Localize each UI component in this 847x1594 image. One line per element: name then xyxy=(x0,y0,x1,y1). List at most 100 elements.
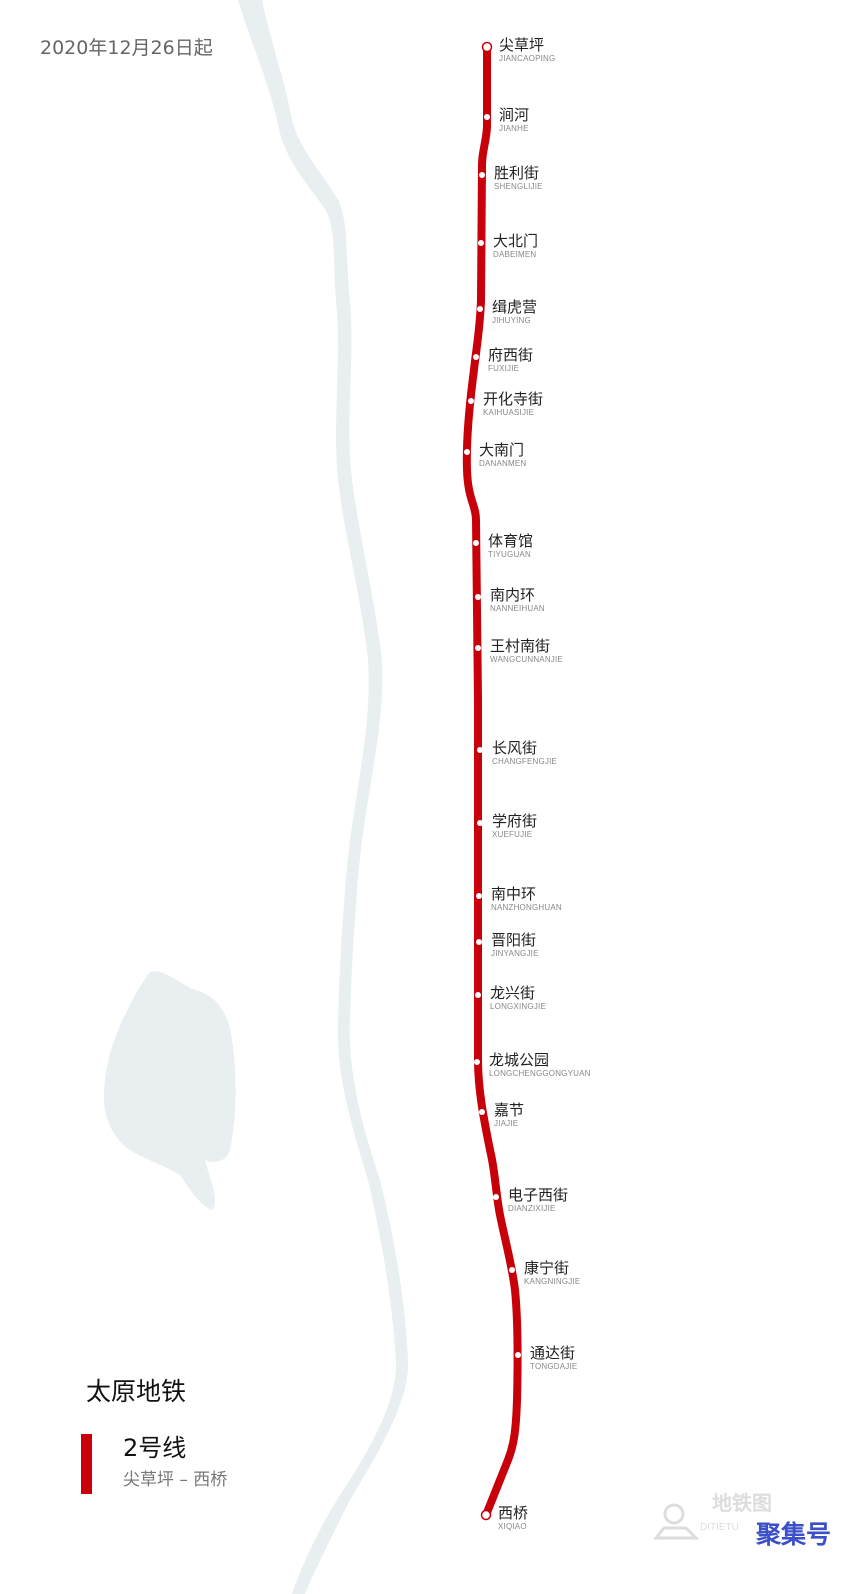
station-name: 府西街 xyxy=(488,346,534,364)
station-name: 缉虎营 xyxy=(492,298,538,316)
station-pinyin: DIANZIXIJIE xyxy=(508,1204,556,1213)
station-pinyin: DANANMEN xyxy=(479,459,527,468)
watermark-logo-sub: DITIETU xyxy=(700,1522,739,1533)
station-dot[interactable] xyxy=(475,594,481,600)
station-name: 体育馆 xyxy=(488,532,534,550)
station-pinyin: JIANHE xyxy=(499,124,529,133)
station-name: 南中环 xyxy=(491,885,537,903)
station-pinyin: KANGNINGJIE xyxy=(524,1277,581,1286)
line-range: 尖草坪 – 西桥 xyxy=(123,1470,228,1490)
station-dot[interactable] xyxy=(474,1059,480,1065)
effective-date: 2020年12月26日起 xyxy=(40,37,213,59)
station-dot[interactable] xyxy=(509,1267,515,1273)
station-dot[interactable] xyxy=(479,1109,485,1115)
station-pinyin: NANZHONGHUAN xyxy=(491,903,562,912)
station-dot[interactable] xyxy=(481,41,493,53)
station-name: 南内环 xyxy=(490,586,536,604)
station-name: 龙城公园 xyxy=(489,1051,550,1069)
station-pinyin: FUXIJIE xyxy=(488,364,520,373)
watermark-logo-text: 地铁图 xyxy=(712,1491,772,1515)
station-dots xyxy=(464,41,521,1521)
station-name: 嘉节 xyxy=(494,1101,525,1119)
line-name: 2号线 xyxy=(123,1434,187,1462)
station-dot[interactable] xyxy=(477,747,483,753)
station-name: 涧河 xyxy=(499,106,530,124)
station-dot[interactable] xyxy=(476,893,482,899)
station-name: 王村南街 xyxy=(490,637,551,655)
station-name: 西桥 xyxy=(498,1504,529,1522)
station-pinyin: TIYUGUAN xyxy=(488,550,531,559)
station-dot[interactable] xyxy=(480,1509,492,1521)
station-name: 长风街 xyxy=(492,739,538,757)
station-name: 康宁街 xyxy=(524,1259,570,1277)
station-pinyin: NANNEIHUAN xyxy=(490,604,545,613)
station-dot[interactable] xyxy=(473,354,479,360)
station-dot[interactable] xyxy=(484,114,490,120)
station-pinyin: JIANCAOPING xyxy=(499,54,556,63)
station-pinyin: KAIHUASIJIE xyxy=(483,408,535,417)
station-pinyin: SHENGLIJIE xyxy=(494,182,543,191)
station-pinyin: JINYANGJIE xyxy=(491,949,539,958)
station-dot[interactable] xyxy=(475,992,481,998)
station-pinyin: XUEFUJIE xyxy=(492,830,533,839)
station-name: 胜利街 xyxy=(494,164,540,182)
station-pinyin: TONGDAJIE xyxy=(530,1362,578,1371)
station-name: 开化寺街 xyxy=(483,390,544,408)
station-pinyin: CHANGFENGJIE xyxy=(492,757,558,766)
station-pinyin: DABEIMEN xyxy=(493,250,537,259)
station-name: 龙兴街 xyxy=(490,984,536,1002)
station-dot[interactable] xyxy=(468,398,474,404)
watermark-badge: 聚集号 xyxy=(756,1520,832,1549)
station-dot[interactable] xyxy=(478,240,484,246)
fen-river xyxy=(238,0,409,1594)
station-dot[interactable] xyxy=(479,172,485,178)
station-pinyin: LONGCHENGGONGYUAN xyxy=(489,1069,591,1078)
station-name: 大南门 xyxy=(479,441,525,459)
station-dot[interactable] xyxy=(477,306,483,312)
station-pinyin: LONGXINGJIE xyxy=(490,1002,546,1011)
station-dot[interactable] xyxy=(475,645,481,651)
station-dot[interactable] xyxy=(493,1194,499,1200)
jinyang-lake xyxy=(103,971,236,1210)
line-2-route xyxy=(462,43,522,1519)
station-name: 学府街 xyxy=(492,812,538,830)
station-dot[interactable] xyxy=(515,1352,521,1358)
station-name: 尖草坪 xyxy=(499,36,545,54)
map-pin-logo-icon xyxy=(652,1503,700,1540)
station-dot[interactable] xyxy=(464,449,470,455)
city-title: 太原地铁 xyxy=(86,1377,187,1406)
station-pinyin: JIAJIE xyxy=(494,1119,519,1128)
station-name: 电子西街 xyxy=(508,1186,569,1204)
station-dot[interactable] xyxy=(477,820,483,826)
station-pinyin: WANGCUNNANJIE xyxy=(490,655,563,664)
station-name: 通达街 xyxy=(530,1344,576,1362)
station-dot[interactable] xyxy=(476,939,482,945)
line-color-swatch xyxy=(81,1434,92,1494)
station-pinyin: JIHUYING xyxy=(492,316,531,325)
station-name: 大北门 xyxy=(493,232,539,250)
station-dot[interactable] xyxy=(473,540,479,546)
